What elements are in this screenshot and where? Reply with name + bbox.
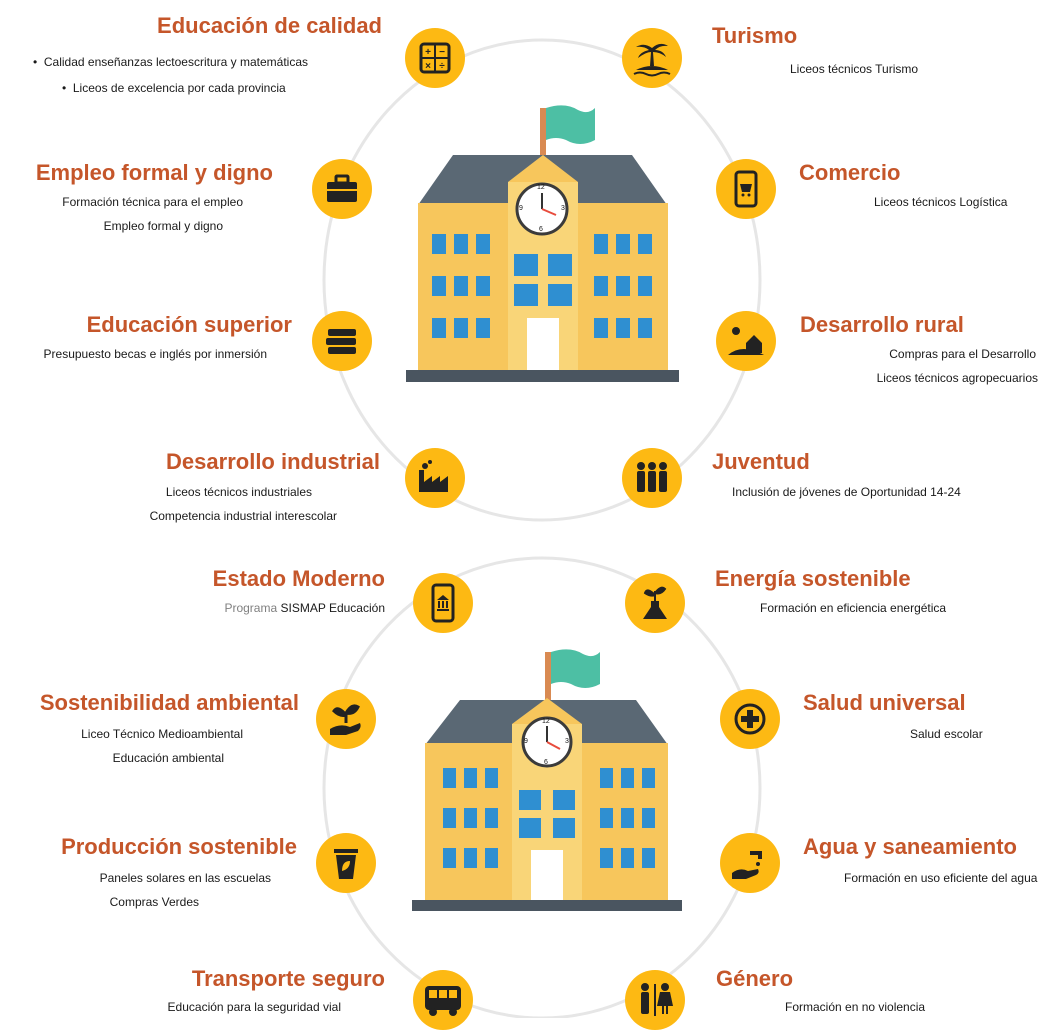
people-icon — [622, 448, 682, 508]
mobile-cart-icon — [716, 159, 776, 219]
genero-line-1: Formación en no violencia — [785, 1000, 926, 1014]
svg-text:×: × — [425, 61, 431, 72]
sostenibilidad-line-2: Educación ambiental — [112, 751, 224, 765]
empleo-line-1: Formación técnica para el empleo — [62, 195, 243, 209]
medical-cross-icon — [720, 689, 780, 749]
clock-top-12: 12 — [537, 184, 545, 191]
juventud-line-1: Inclusión de jóvenes de Oportunidad 14-2… — [732, 485, 961, 499]
desarrollo-industrial-line-1: Liceos técnicos industriales — [165, 485, 312, 499]
svg-text:−: − — [439, 47, 445, 58]
agua-line-1: Formación en uso eficiente del agua — [844, 871, 1038, 885]
sostenibilidad-title: Sostenibilidad ambiental — [39, 690, 299, 715]
desarrollo-rural-line-2: Liceos técnicos agropecuarios — [876, 371, 1038, 385]
books-icon — [312, 311, 372, 371]
faucet-hand-icon — [720, 833, 780, 893]
desarrollo-industrial-title: Desarrollo industrial — [166, 449, 380, 474]
bus-icon — [413, 970, 473, 1030]
desarrollo-rural-title: Desarrollo rural — [800, 312, 964, 337]
svg-text:+: + — [425, 47, 431, 58]
calculator-icon: + − × ÷ — [405, 28, 465, 88]
clock-bottom-6: 6 — [544, 759, 548, 766]
palm-island-icon — [622, 28, 682, 88]
comercio-line-1: Liceos técnicos Logística — [874, 195, 1008, 209]
clock-bottom-9: 9 — [524, 738, 528, 745]
produccion-title: Producción sostenible — [61, 834, 297, 859]
produccion-line-2: Compras Verdes — [109, 895, 199, 909]
briefcase-icon — [312, 159, 372, 219]
genero-title: Género — [716, 966, 794, 991]
educacion-calidad-title: Educación de calidad — [157, 13, 382, 38]
transporte-line-1: Educación para la seguridad vial — [167, 1000, 341, 1014]
recycle-bin-icon — [316, 833, 376, 893]
salud-title: Salud universal — [803, 690, 966, 715]
produccion-line-1: Paneles solares en las escuelas — [99, 871, 271, 885]
turismo-title: Turismo — [712, 23, 798, 48]
clock-top-6: 6 — [539, 226, 543, 233]
factory-icon — [405, 448, 465, 508]
man-woman-icon — [625, 970, 685, 1030]
desarrollo-industrial-line-2: Competencia industrial interescolar — [149, 509, 337, 523]
flask-plant-icon — [625, 573, 685, 633]
mobile-government-icon — [413, 573, 473, 633]
clock-top-3: 3 — [561, 205, 565, 212]
educacion-calidad-line-2: • Liceos de excelencia por cada provinci… — [62, 81, 286, 95]
turismo-line-1: Liceos técnicos Turismo — [790, 62, 919, 76]
estado-moderno-title: Estado Moderno — [212, 566, 385, 591]
svg-text:÷: ÷ — [439, 61, 445, 72]
juventud-title: Juventud — [712, 449, 810, 474]
educacion-superior-line-1: Presupuesto becas e inglés por inmersión — [43, 347, 267, 361]
comercio-title: Comercio — [799, 160, 901, 185]
salud-line-1: Salud escolar — [910, 727, 983, 741]
empleo-title: Empleo formal y digno — [35, 160, 273, 185]
barn-icon — [716, 311, 776, 371]
clock-bottom-12: 12 — [542, 718, 550, 725]
educacion-superior-title: Educación superior — [86, 312, 292, 337]
hand-plant-icon — [316, 689, 376, 749]
clock-top-9: 9 — [519, 205, 523, 212]
sostenibilidad-line-1: Liceo Técnico Medioambiental — [81, 727, 243, 741]
estado-moderno-line-1: Programa SISMAP Educación — [224, 601, 385, 615]
agua-title: Agua y saneamiento — [803, 834, 1017, 859]
educacion-calidad-line-1: • Calidad enseñanzas lectoescritura y ma… — [33, 55, 309, 69]
empleo-line-2: Empleo formal y digno — [103, 219, 223, 233]
energia-title: Energía sostenible — [715, 566, 911, 591]
transporte-title: Transporte seguro — [191, 966, 385, 991]
clock-bottom-3: 3 — [565, 738, 569, 745]
energia-line-1: Formación en eficiencia energética — [760, 601, 947, 615]
desarrollo-rural-line-1: Compras para el Desarrollo — [889, 347, 1036, 361]
